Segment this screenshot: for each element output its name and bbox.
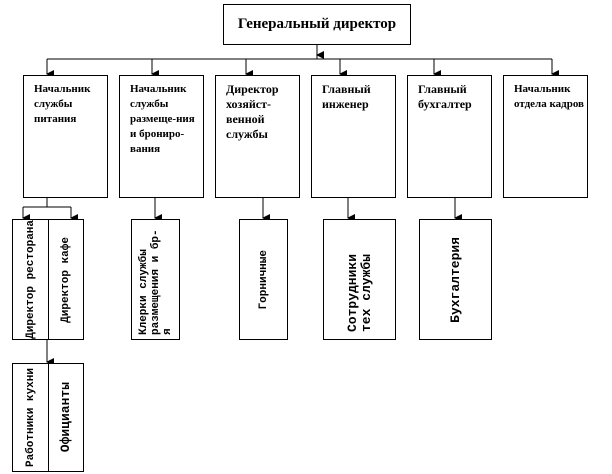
waiters-label: Официанты (57, 382, 73, 453)
head-hr-box: Начальник отдела кадров (503, 75, 588, 198)
clerks-label: Клерки службы размещения и бр-я (137, 228, 174, 335)
general-director-box: Генеральный директор (223, 4, 411, 45)
chief-engineer-box: Главный инженер (311, 75, 396, 198)
maids-box: Горничные (239, 219, 288, 340)
kitchen-workers-label: Работники кухни (24, 367, 37, 468)
cafe-director-label: Директор кафе (59, 236, 72, 323)
catering-directors-box: Директор ресторана Директор кафе (12, 219, 84, 340)
restaurant-director-label: Директор ресторана (24, 220, 37, 339)
chief-accountant-box: Главный бухгалтер (407, 75, 492, 198)
clerks-box: Клерки службы размещения и бр-я (131, 219, 180, 340)
maids-label: Горничные (257, 249, 270, 310)
tech-staff-label: Сотрудники тех службы (344, 253, 374, 332)
catering-staff-box: Работники кухни Официанты (12, 363, 84, 472)
head-catering-box: Начальник службы питания (23, 75, 108, 198)
tech-staff-box: Сотрудники тех службы (323, 219, 396, 340)
housekeeping-director-box: Директор хозяйст-венной службы (215, 75, 300, 198)
head-reservations-box: Начальник службы размеще-ния и брониро-в… (119, 75, 204, 198)
accounting-box: Бухгалтерия (419, 219, 492, 340)
accounting-label: Бухгалтерия (447, 236, 463, 323)
